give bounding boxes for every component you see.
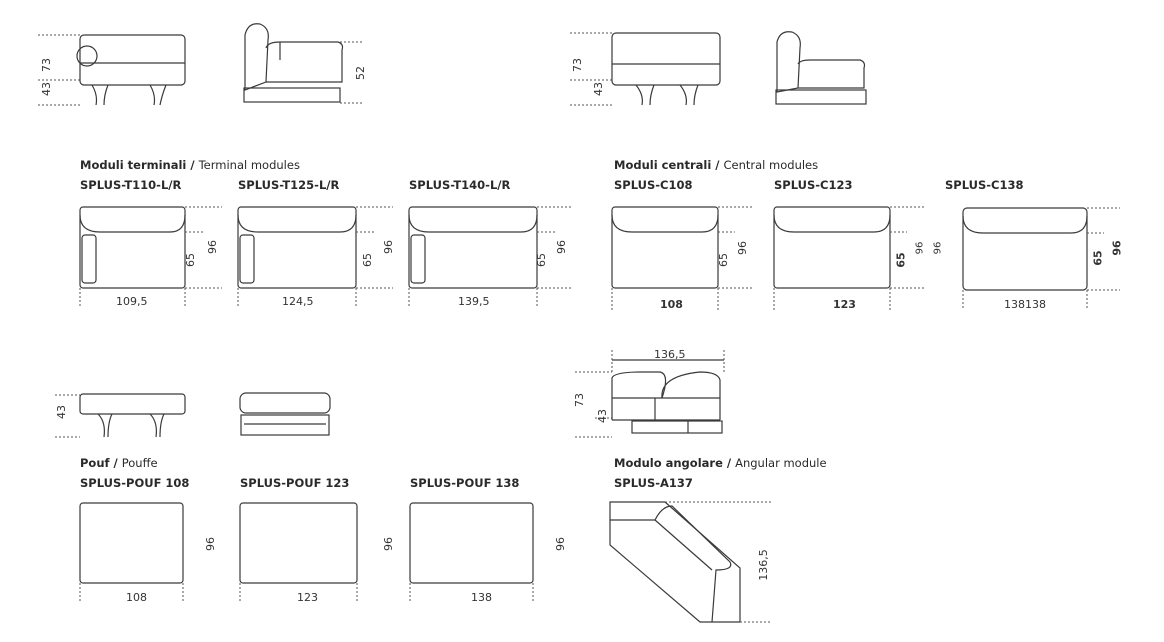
width: 138138 — [1004, 298, 1046, 311]
depth: 96 — [1110, 240, 1124, 256]
pouf-front-elevation — [55, 393, 186, 438]
seat-depth: 65 — [717, 253, 730, 267]
product-code: SPLUS-POUF 123 — [240, 476, 350, 490]
angular-section-title: Modulo angolare / Angular module — [614, 456, 827, 470]
depth: 96 — [382, 537, 395, 551]
depth: 96 — [554, 537, 567, 551]
product-code: SPLUS-A137 — [614, 476, 693, 490]
pouf-plans — [79, 502, 534, 602]
central-front-elevation — [570, 32, 721, 106]
seat-depth: 65 — [184, 253, 197, 267]
product-code: SPLUS-C123 — [774, 178, 853, 192]
seat-depth: 65 — [894, 252, 908, 268]
terminal-height-total: 73 — [40, 58, 53, 72]
terminal-side-height: 52 — [354, 66, 367, 80]
depth: 96 — [206, 240, 219, 254]
angular-width: 136,5 — [654, 348, 686, 361]
pouf-side-elevation — [239, 392, 331, 436]
depth: 96 — [736, 241, 749, 255]
depth: 96 — [914, 241, 926, 255]
terminal-seat-height: 43 — [40, 82, 53, 96]
angular-depth: 136,5 — [756, 549, 770, 581]
width: 123 — [833, 298, 856, 311]
product-code: SPLUS-POUF 108 — [80, 476, 190, 490]
width: 108 — [126, 591, 147, 604]
central-side-elevation — [775, 31, 867, 105]
terminal-plan-t110 — [79, 206, 222, 306]
pouf-section-title: Pouf / Pouffe — [80, 456, 158, 470]
product-code: SPLUS-POUF 138 — [410, 476, 520, 490]
product-code: SPLUS-C138 — [945, 178, 1024, 192]
angular-elevation — [575, 350, 725, 438]
central-section-title: Moduli centrali / Central modules — [614, 158, 819, 172]
width: 124,5 — [282, 295, 314, 308]
width: 139,5 — [458, 295, 490, 308]
central-plan-c108 — [611, 206, 752, 310]
width: 123 — [297, 591, 318, 604]
terminal-side-elevation — [243, 23, 362, 104]
angular-height-total: 73 — [573, 393, 586, 407]
terminal-plan-t125 — [237, 206, 393, 306]
seat-depth: 65 — [535, 253, 548, 267]
seat-depth: 65 — [361, 253, 374, 267]
depth-extra: 96 — [932, 241, 944, 255]
product-code: SPLUS-C108 — [614, 178, 693, 192]
angular-plan — [609, 501, 772, 623]
product-code: SPLUS-T140-L/R — [409, 178, 511, 192]
terminal-front-elevation — [38, 34, 186, 106]
product-code: SPLUS-T125-L/R — [238, 178, 340, 192]
central-plan-c138 — [962, 207, 1120, 310]
depth: 96 — [555, 240, 568, 254]
seat-depth: 65 — [1091, 250, 1105, 266]
terminal-plan-t140 — [408, 206, 572, 306]
depth: 96 — [382, 240, 395, 254]
width: 108 — [660, 298, 683, 311]
depth: 96 — [204, 537, 217, 551]
central-seat-height: 43 — [592, 82, 605, 96]
pouf-height: 43 — [55, 405, 68, 419]
angular-seat-height: 43 — [596, 409, 609, 423]
central-plan-c123 — [773, 206, 925, 310]
terminal-section-title: Moduli terminali / Terminal modules — [80, 158, 300, 172]
product-code: SPLUS-T110-L/R — [80, 178, 182, 192]
width: 138 — [471, 591, 492, 604]
central-height-total: 73 — [571, 58, 584, 72]
width: 109,5 — [116, 295, 148, 308]
